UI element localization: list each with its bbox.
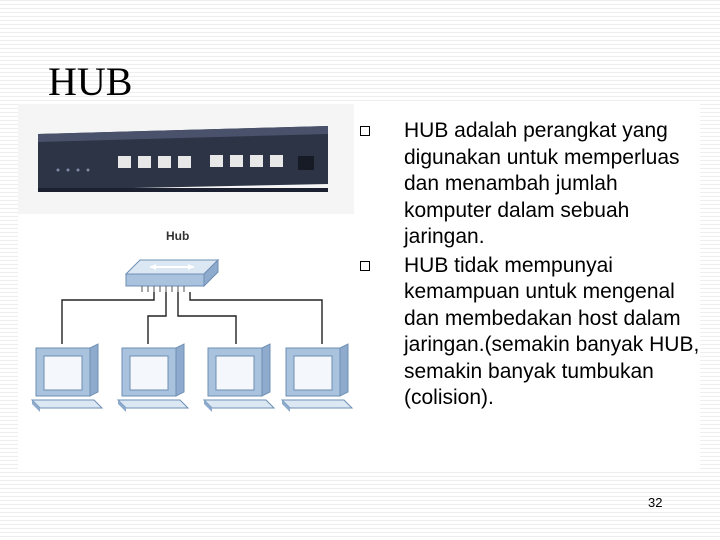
hub-illustration: Hub: [18, 104, 354, 442]
bullet-item: HUB tidak mempunyai kemampuan untuk meng…: [360, 253, 700, 412]
bullet-item: HUB adalah perangkat yang digunakan untu…: [360, 118, 700, 251]
hub-device-photo: [18, 104, 354, 214]
square-bullet-icon: [360, 260, 370, 271]
hub-diagram-label: Hub: [166, 229, 189, 243]
bullet-text: HUB adalah perangkat yang digunakan untu…: [404, 119, 680, 248]
bullet-text: HUB tidak mempunyai kemampuan untuk meng…: [404, 253, 700, 410]
bullet-list: HUB adalah perangkat yang digunakan untu…: [360, 118, 700, 412]
computer-icons: [30, 343, 354, 412]
slide-title: HUB: [48, 59, 133, 104]
content-area: Hub: [18, 104, 700, 470]
page-number: 32: [648, 495, 663, 510]
hub-network-diagram: Hub: [18, 216, 354, 442]
square-bullet-icon: [360, 126, 370, 136]
